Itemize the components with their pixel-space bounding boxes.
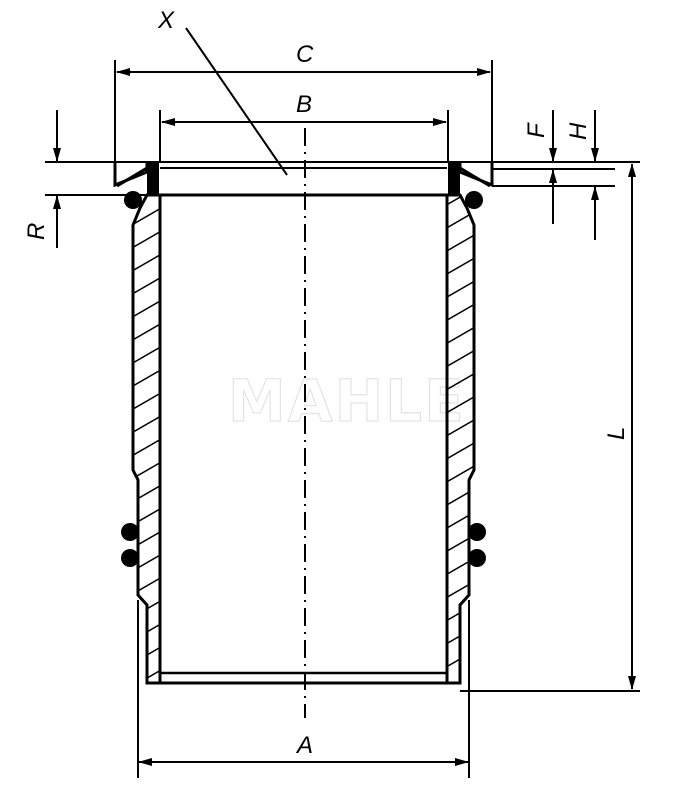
label-b: B [296, 91, 312, 118]
left-wall [113, 162, 162, 778]
right-wall [445, 162, 494, 778]
label-f: F [523, 122, 550, 138]
leader-x [185, 27, 288, 176]
o-ring-top-right [465, 191, 483, 209]
watermark-logo: MAHLE [228, 367, 466, 435]
label-r: R [23, 223, 50, 240]
o-ring-mid-left-2 [121, 549, 139, 567]
label-l: L [603, 427, 630, 440]
label-c: C [296, 41, 314, 68]
label-x: X [157, 7, 175, 34]
o-ring-mid-left-1 [121, 523, 139, 541]
o-ring-mid-right-1 [468, 523, 486, 541]
label-h: H [565, 122, 592, 140]
o-ring-top-left [124, 191, 142, 209]
dimension-c [114, 60, 493, 162]
label-a: A [295, 732, 313, 759]
o-ring-mid-right-2 [468, 549, 486, 567]
o-rings [121, 191, 486, 567]
dimension-b [159, 110, 449, 162]
